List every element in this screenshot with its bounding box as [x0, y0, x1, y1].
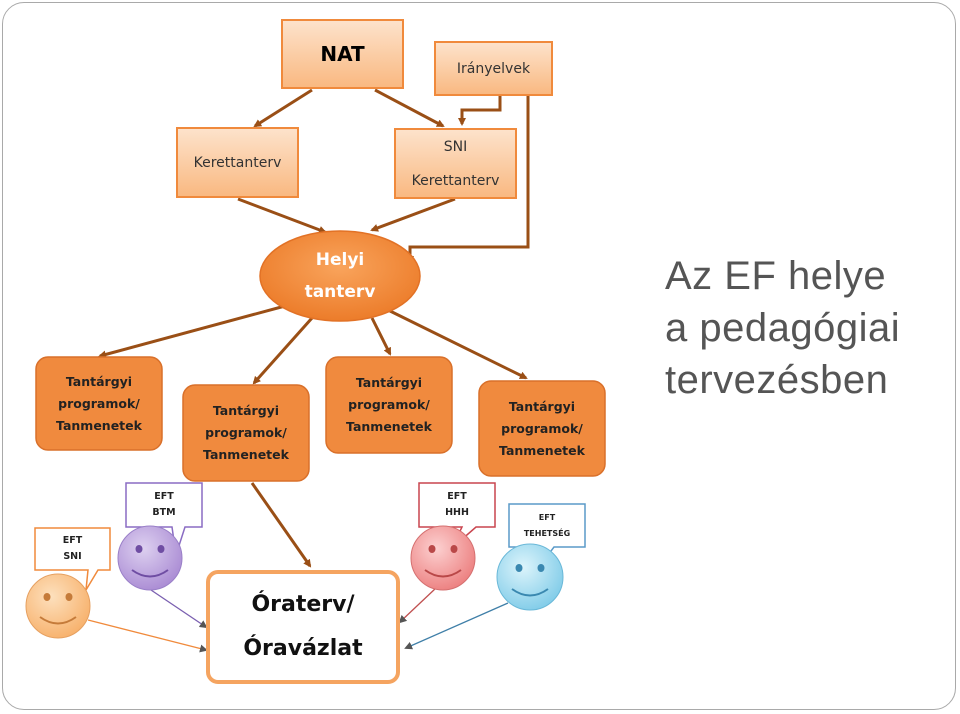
arrow-helyi-to-program2	[252, 317, 314, 385]
iranyelvek-label: Irányelvek	[435, 42, 552, 95]
arrow-nat-to-sni	[374, 88, 445, 128]
bubble-sni	[34, 527, 111, 591]
nat-text: NAT	[320, 42, 365, 66]
bubble-tehetseg-line1: EFT	[538, 512, 556, 522]
program-2-line1: Tantárgyi	[212, 403, 280, 418]
arrow-program2-to-ora	[250, 482, 312, 568]
title-line-2: a pedagógiai	[665, 306, 901, 350]
program-3-line1: Tantárgyi	[355, 375, 423, 390]
iranyelvek-text: Irányelvek	[456, 60, 531, 77]
bubble-sni-line1: EFT	[62, 535, 83, 546]
program-1-line3: Tanmenetek	[56, 417, 142, 433]
program-2-line3: Tanmenetek	[203, 447, 289, 462]
arrow-face-btm-to-ora	[147, 587, 208, 629]
bubble-btm-line1: EFT	[154, 491, 174, 502]
iranyelvek-box	[434, 41, 553, 96]
arrow-kerettanterv-to-helyi	[237, 197, 327, 234]
sni-kerettanterv-box	[394, 128, 517, 199]
arrow-helyi-to-program3	[370, 317, 392, 356]
nat-box	[281, 19, 404, 89]
oraterv-box	[206, 570, 400, 684]
bubble-sni-line2: SNI	[63, 551, 82, 562]
oraterv-text: Óraterv/	[251, 592, 355, 617]
smiley-face-hhh	[410, 525, 476, 591]
program-4-line1: Tantárgyi	[508, 398, 576, 414]
arrow-face-tehetseg-to-ora	[404, 602, 509, 650]
arrow-sni-to-helyi	[370, 197, 456, 232]
arrow-face-hhh-to-ora	[398, 587, 437, 624]
program-box-3	[325, 356, 453, 454]
helyi-tanterv-ellipse	[259, 230, 421, 322]
program-label-2: Tantárgyi programok/ Tanmenetek	[183, 385, 309, 481]
sni-kerettanterv-label: SNI Kerettanterv	[395, 129, 516, 198]
smiley-face-btm	[117, 525, 183, 591]
helyi-tanterv-label: Helyi tanterv	[260, 231, 420, 321]
title-line-1: Az EF helye	[665, 254, 887, 298]
oraterv-label: Óraterv/ Óravázlat	[208, 572, 398, 682]
oravazlat-text: Óravázlat	[243, 636, 363, 661]
program-4-line2: programok/	[501, 420, 583, 436]
arrow-nat-to-kerettanterv	[253, 88, 313, 128]
bubble-btm-line2: BTM	[152, 507, 176, 518]
program-1-line1: Tantárgyi	[65, 373, 133, 389]
program-label-4: Tantárgyi programok/ Tanmenetek	[479, 381, 605, 476]
kerettanterv-box	[176, 127, 299, 198]
arrow-helyi-to-program4	[387, 308, 528, 380]
program-1-line2: programok/	[58, 395, 140, 411]
slide-title: Az EF helye a pedagógiai tervezésben	[665, 250, 955, 406]
arrow-face-sni-to-ora	[87, 619, 208, 653]
title-line-3: tervezésben	[665, 358, 889, 402]
program-3-line3: Tanmenetek	[346, 419, 432, 434]
kerettanterv-label: Kerettanterv	[177, 128, 298, 197]
sni-text: SNI	[443, 138, 468, 155]
bubble-btm	[125, 482, 203, 556]
tanterv-text: tanterv	[304, 282, 376, 302]
smiley-face-tehetseg	[496, 543, 564, 611]
kerettanterv-text: Kerettanterv	[193, 154, 282, 171]
bubble-tehetseg-line2: TEHETSÉG	[523, 528, 571, 538]
bubble-hhh-line1: EFT	[447, 491, 467, 502]
helyi-text: Helyi	[315, 250, 365, 270]
nat-label: NAT	[282, 20, 403, 88]
bubble-tehetseg-label: EFT TEHETSÉG	[509, 504, 585, 547]
program-3-line2: programok/	[348, 397, 430, 412]
sni-kerettanterv-text: Kerettanterv	[411, 172, 500, 189]
program-2-line2: programok/	[205, 425, 287, 440]
arrow-helyi-to-program1	[98, 304, 286, 359]
program-box-1	[35, 356, 163, 451]
program-label-1: Tantárgyi programok/ Tanmenetek	[36, 357, 162, 450]
program-4-line3: Tanmenetek	[499, 442, 585, 458]
program-box-4	[478, 380, 606, 477]
arrow-iranyelvek-to-sni	[458, 95, 502, 126]
smiley-face-sni	[25, 573, 91, 639]
program-label-3: Tantárgyi programok/ Tanmenetek	[326, 357, 452, 453]
bubble-sni-label: EFT SNI	[35, 528, 110, 570]
bubble-btm-label: EFT BTM	[126, 483, 202, 527]
program-box-2	[182, 384, 310, 482]
bubble-hhh-label: EFT HHH	[419, 483, 495, 527]
bubble-hhh-line2: HHH	[445, 507, 469, 518]
